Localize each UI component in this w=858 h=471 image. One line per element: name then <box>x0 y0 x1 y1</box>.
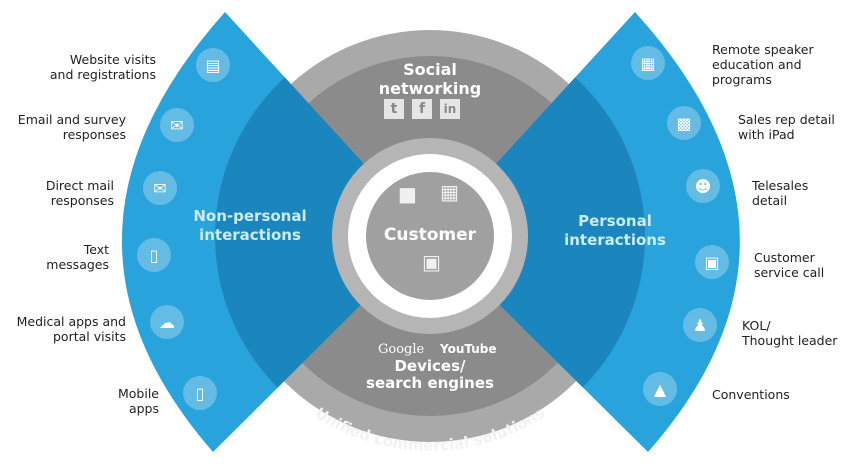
podium-icon: ▲ <box>643 372 677 406</box>
facebook-icon[interactable]: f <box>412 99 432 119</box>
chat-icon: ▣ <box>695 245 729 279</box>
right-item-label: KOL/Thought leader <box>742 318 838 348</box>
right-item-label: Conventions <box>712 387 790 402</box>
social-icons: t f in <box>384 99 460 119</box>
person-icon: ■ <box>398 182 417 206</box>
youtube-logo: YouTube <box>440 342 497 356</box>
left-wedge <box>121 12 430 452</box>
browser-icon: ▤ <box>196 48 230 82</box>
center-circle <box>366 172 494 300</box>
meeting-icon: ▩ <box>667 106 701 140</box>
text-message-icon: ▯ <box>137 238 171 272</box>
presentation-icon: ▦ <box>631 46 665 80</box>
customer-title: Customer <box>383 225 477 245</box>
patient-icon: ▣ <box>422 250 441 274</box>
twitter-icon[interactable]: t <box>384 99 404 119</box>
google-logo: Google <box>378 342 425 357</box>
hospital-icon: ▦ <box>440 180 459 204</box>
mobile-icon: ▯ <box>183 376 217 410</box>
group-icon: ♟ <box>683 308 717 342</box>
cloud-icon: ☁ <box>150 305 184 339</box>
linkedin-icon[interactable]: in <box>440 99 460 119</box>
email-icon: ✉ <box>160 108 194 142</box>
mail-icon: ✉ <box>143 171 177 205</box>
right-wedge <box>430 12 740 452</box>
headset-icon: ☻ <box>686 169 720 203</box>
devices-title: Devices/search engines <box>366 357 494 392</box>
